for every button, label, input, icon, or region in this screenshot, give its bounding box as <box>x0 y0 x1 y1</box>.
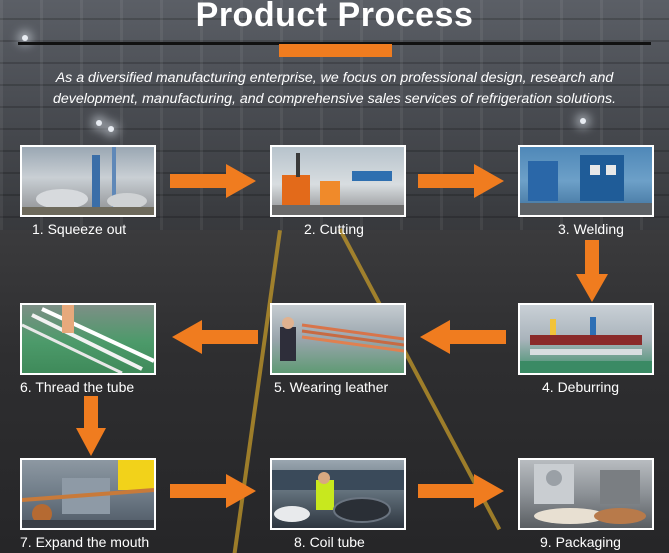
threading-image <box>22 305 154 373</box>
ceiling-light <box>580 118 586 124</box>
step-label: 6. Thread the tube <box>20 379 135 395</box>
arrow-right-icon <box>170 164 256 198</box>
packaging-image <box>534 464 646 524</box>
step-photo <box>518 458 654 530</box>
step-label: 1. Squeeze out <box>32 221 127 237</box>
ceiling-light <box>22 35 28 41</box>
step-label: 3. Welding <box>558 221 624 237</box>
step-coil-tube: 8. Coil tube <box>270 458 406 550</box>
step-squeeze-out: 1. Squeeze out <box>20 145 156 237</box>
step-photo <box>270 458 406 530</box>
step-photo <box>270 303 406 375</box>
arrow-down-icon <box>576 240 608 302</box>
step-label: 7. Expand the mouth <box>20 534 150 550</box>
header-rule <box>18 42 651 45</box>
step-photo <box>518 303 654 375</box>
step-photo <box>20 145 156 217</box>
step-photo <box>20 303 156 375</box>
step-label: 4. Deburring <box>542 379 620 395</box>
coil-machine-image <box>22 147 154 215</box>
welding-machine-image <box>520 155 652 215</box>
arrow-right-icon <box>418 474 504 508</box>
step-photo <box>518 145 654 217</box>
deburring-image <box>520 317 652 373</box>
step-photo <box>20 458 156 530</box>
step-deburring: 4. Deburring <box>518 303 654 395</box>
arrow-right-icon <box>418 164 504 198</box>
arrow-right-icon <box>170 474 256 508</box>
cutting-machine-image <box>272 153 404 215</box>
step-expand-the-mouth: 7. Expand the mouth <box>20 458 156 550</box>
ceiling-light <box>96 120 102 126</box>
step-thread-the-tube: 6. Thread the tube <box>20 303 156 395</box>
arrow-left-icon <box>172 320 258 354</box>
step-welding: 3. Welding <box>518 145 654 237</box>
step-wearing-leather: 5. Wearing leather <box>270 303 406 395</box>
step-cutting: 2. Cutting <box>270 145 406 237</box>
step-label: 8. Coil tube <box>294 534 365 550</box>
step-label: 5. Wearing leather <box>274 379 389 395</box>
page-subtitle: As a diversified manufacturing enterpris… <box>52 70 617 107</box>
step-label: 2. Cutting <box>304 221 364 237</box>
arrow-left-icon <box>420 320 506 354</box>
ceiling-light <box>108 126 114 132</box>
expanding-machine-image <box>22 460 154 528</box>
step-packaging: 9. Packaging <box>518 458 654 550</box>
coil-tube-image <box>272 470 404 523</box>
sleeve-image <box>280 317 404 361</box>
arrow-down-icon <box>76 396 106 456</box>
step-photo <box>270 145 406 217</box>
header-accent-bar <box>279 44 392 57</box>
step-label: 9. Packaging <box>540 534 621 550</box>
page-title: Product Process <box>195 0 474 34</box>
